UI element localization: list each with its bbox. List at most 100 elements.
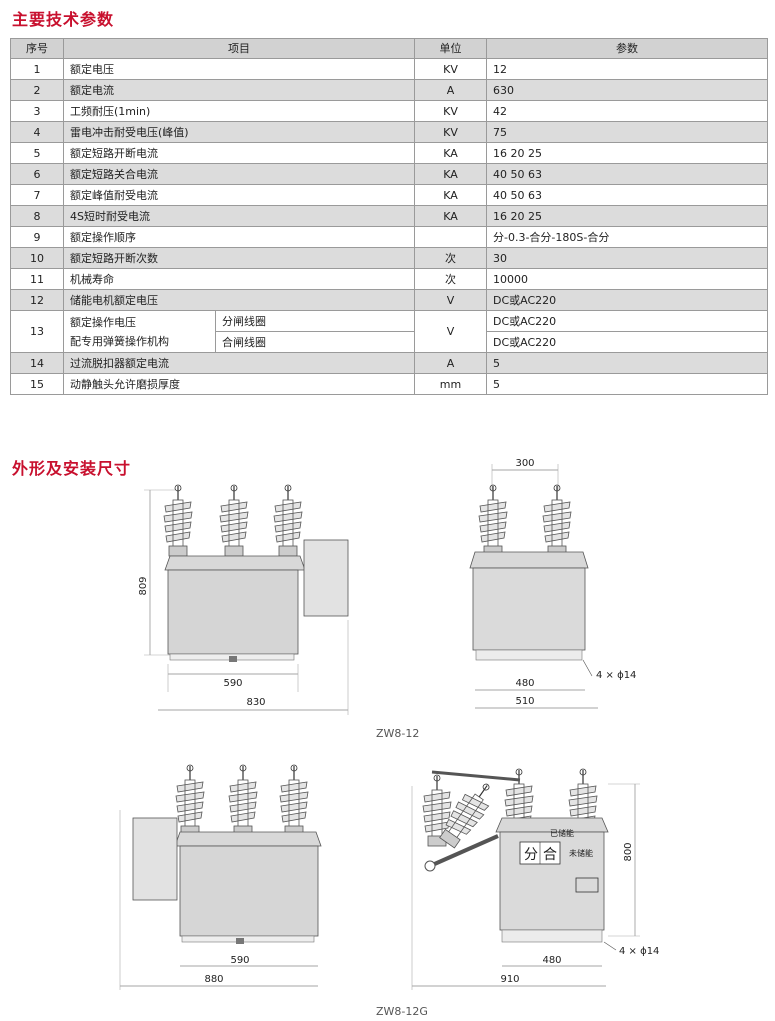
dim-480: 480	[515, 678, 534, 689]
cell-unit: KA	[414, 205, 487, 227]
cell-value-13b: DC或AC220	[486, 331, 768, 353]
cell-value: 40 50 63	[486, 184, 768, 206]
dim-910: 910	[500, 974, 519, 985]
section-title-specs: 主要技术参数	[12, 10, 115, 29]
cell-unit: KA	[414, 163, 487, 185]
cell-no: 6	[10, 163, 64, 185]
cell-unit: 次	[414, 268, 487, 290]
header-no: 序号	[10, 38, 64, 59]
dim-holes-side2: 4 × ϕ14	[619, 946, 659, 957]
cell-unit-13: V	[414, 310, 487, 353]
cell-no: 3	[10, 100, 64, 122]
cell-value: 分-0.3-合分-180S-合分	[486, 226, 768, 248]
cell-item: 储能电机额定电压	[63, 289, 415, 311]
caption-zw8-12: ZW8-12	[376, 727, 419, 740]
cell-sub-close-coil: 合闸线圈	[215, 331, 415, 353]
cell-value: 16 20 25	[486, 205, 768, 227]
label-open: 分	[524, 847, 538, 863]
cell-item-13-line2: 配专用弹簧操作机构	[70, 334, 169, 348]
cell-unit: 次	[414, 247, 487, 269]
cell-item: 额定短路关合电流	[63, 163, 415, 185]
cell-no: 2	[10, 79, 64, 101]
cell-value: 42	[486, 100, 768, 122]
cell-no: 12	[10, 289, 64, 311]
cell-value: 630	[486, 79, 768, 101]
cell-no: 1	[10, 58, 64, 80]
caption-zw8-12g: ZW8-12G	[376, 1005, 428, 1018]
cell-item: 4S短时耐受电流	[63, 205, 415, 227]
dim-height-809: 809	[138, 576, 149, 595]
cell-unit: A	[414, 79, 487, 101]
cell-unit	[414, 226, 487, 248]
cell-unit: A	[414, 352, 487, 374]
table-header-row: 序号 项目 单位 参数	[10, 38, 768, 59]
cell-unit: KV	[414, 58, 487, 80]
cell-value: 16 20 25	[486, 142, 768, 164]
header-unit: 单位	[414, 38, 487, 59]
cell-unit: V	[414, 289, 487, 311]
cell-value: 40 50 63	[486, 163, 768, 185]
cell-item: 动静触头允许磨损厚度	[63, 373, 415, 395]
cell-no: 5	[10, 142, 64, 164]
cell-no: 4	[10, 121, 64, 143]
cell-item: 额定操作顺序	[63, 226, 415, 248]
label-close: 合	[543, 847, 557, 863]
cell-unit: KA	[414, 184, 487, 206]
cell-no: 8	[10, 205, 64, 227]
dim-510: 510	[515, 696, 534, 707]
cell-value-13a: DC或AC220	[486, 310, 768, 332]
cell-item: 额定电压	[63, 58, 415, 80]
cell-sub-open-coil: 分闸线圈	[215, 310, 415, 332]
zw8-12-side-view: 300 4 × ϕ14 480 510	[469, 458, 636, 709]
cell-unit: KV	[414, 100, 487, 122]
section-title-dimensions: 外形及安装尺寸	[12, 459, 132, 478]
cell-unit: mm	[414, 373, 487, 395]
dim-880: 880	[204, 974, 223, 985]
cell-no: 9	[10, 226, 64, 248]
cell-no: 15	[10, 373, 64, 395]
cell-item: 额定峰值耐受电流	[63, 184, 415, 206]
dim-480-g: 480	[542, 955, 561, 966]
dim-830: 830	[246, 697, 265, 708]
label-stored: 已储能	[550, 828, 574, 838]
cell-item-13: 额定操作电压配专用弹簧操作机构	[63, 310, 216, 353]
cell-value: 30	[486, 247, 768, 269]
cell-value: 12	[486, 58, 768, 80]
cell-unit: KA	[414, 142, 487, 164]
cell-item: 额定电流	[63, 79, 415, 101]
table-row-13b: 合闸线圈 DC或AC220	[11, 331, 768, 353]
cell-value: 75	[486, 121, 768, 143]
cell-no: 10	[10, 247, 64, 269]
header-item: 项目	[63, 38, 415, 59]
dim-590-g: 590	[230, 955, 249, 966]
label-not-stored: 未储能	[569, 848, 593, 858]
cell-unit: KV	[414, 121, 487, 143]
cell-item: 额定短路开断电流	[63, 142, 415, 164]
zw8-12g-side-view: 分 合 已储能 未储能 800 4 × ϕ14 480 910	[411, 768, 659, 990]
dim-590: 590	[223, 678, 242, 689]
cell-no: 14	[10, 352, 64, 374]
cell-item: 工频耐压(1min)	[63, 100, 415, 122]
header-value: 参数	[486, 38, 768, 59]
zw8-12-front-view: 809 590 830	[138, 484, 349, 715]
dim-holes-side1: 4 × ϕ14	[596, 670, 636, 681]
cell-item: 过流脱扣器额定电流	[63, 352, 415, 374]
cell-item: 额定短路开断次数	[63, 247, 415, 269]
dimension-drawings: 809 590 830 300 4 × ϕ14 480 510 ZW8-12	[119, 458, 659, 1018]
cell-value: 5	[486, 373, 768, 395]
cell-item-13-line1: 额定操作电压	[70, 315, 136, 329]
cell-no: 13	[10, 310, 64, 353]
